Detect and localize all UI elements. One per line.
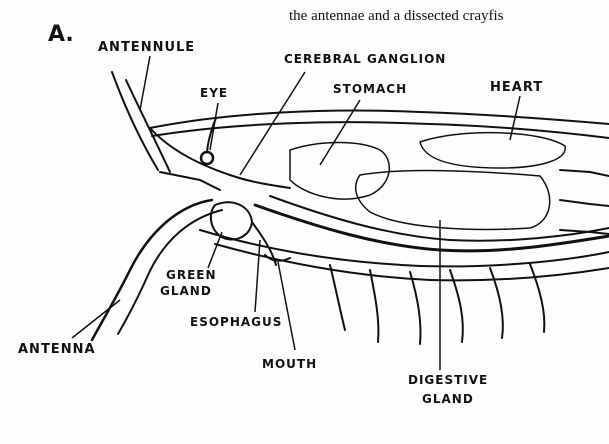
carapace-inner-line	[152, 122, 609, 138]
carapace-outline	[150, 111, 609, 128]
label-eye: EYE	[200, 86, 228, 100]
head-outline	[150, 128, 290, 188]
abdomen-segment-1	[560, 170, 609, 176]
abdomen-segment-2	[560, 200, 609, 206]
mouth-shape	[265, 255, 290, 261]
stomach-shape	[290, 143, 389, 200]
label-heart: HEART	[490, 80, 543, 95]
leader-green-gland	[208, 232, 222, 268]
label-esophagus: ESOPHAGUS	[190, 315, 282, 329]
eye-shape	[201, 152, 213, 164]
heart-shape	[420, 133, 565, 168]
leg-1	[330, 265, 345, 330]
green-gland-shape	[211, 202, 252, 239]
leg-3	[410, 272, 421, 344]
label-digestive-gland-line2: GLAND	[422, 392, 474, 406]
antennule-base	[160, 172, 220, 190]
digestive-gland-shape	[356, 171, 550, 230]
label-antenna: ANTENNA	[18, 342, 96, 357]
label-cerebral-ganglion: CEREBRAL GANGLION	[284, 52, 446, 66]
label-green-gland-line1: GREEN	[166, 268, 217, 282]
leg-6	[530, 264, 544, 332]
label-digestive-gland-line1: DIGESTIVE	[408, 373, 488, 387]
leg-2	[370, 270, 378, 342]
antennule-left	[112, 72, 158, 170]
label-antennule: ANTENNULE	[98, 40, 195, 55]
label-stomach: STOMACH	[333, 82, 407, 96]
leader-antennule	[140, 56, 150, 110]
leader-mouth	[278, 262, 295, 350]
intestine-line	[255, 205, 609, 251]
leader-esophagus	[255, 240, 260, 312]
label-mouth: MOUTH	[262, 357, 317, 371]
leader-eye	[210, 103, 218, 150]
label-green-gland-line2: GLAND	[160, 284, 212, 298]
